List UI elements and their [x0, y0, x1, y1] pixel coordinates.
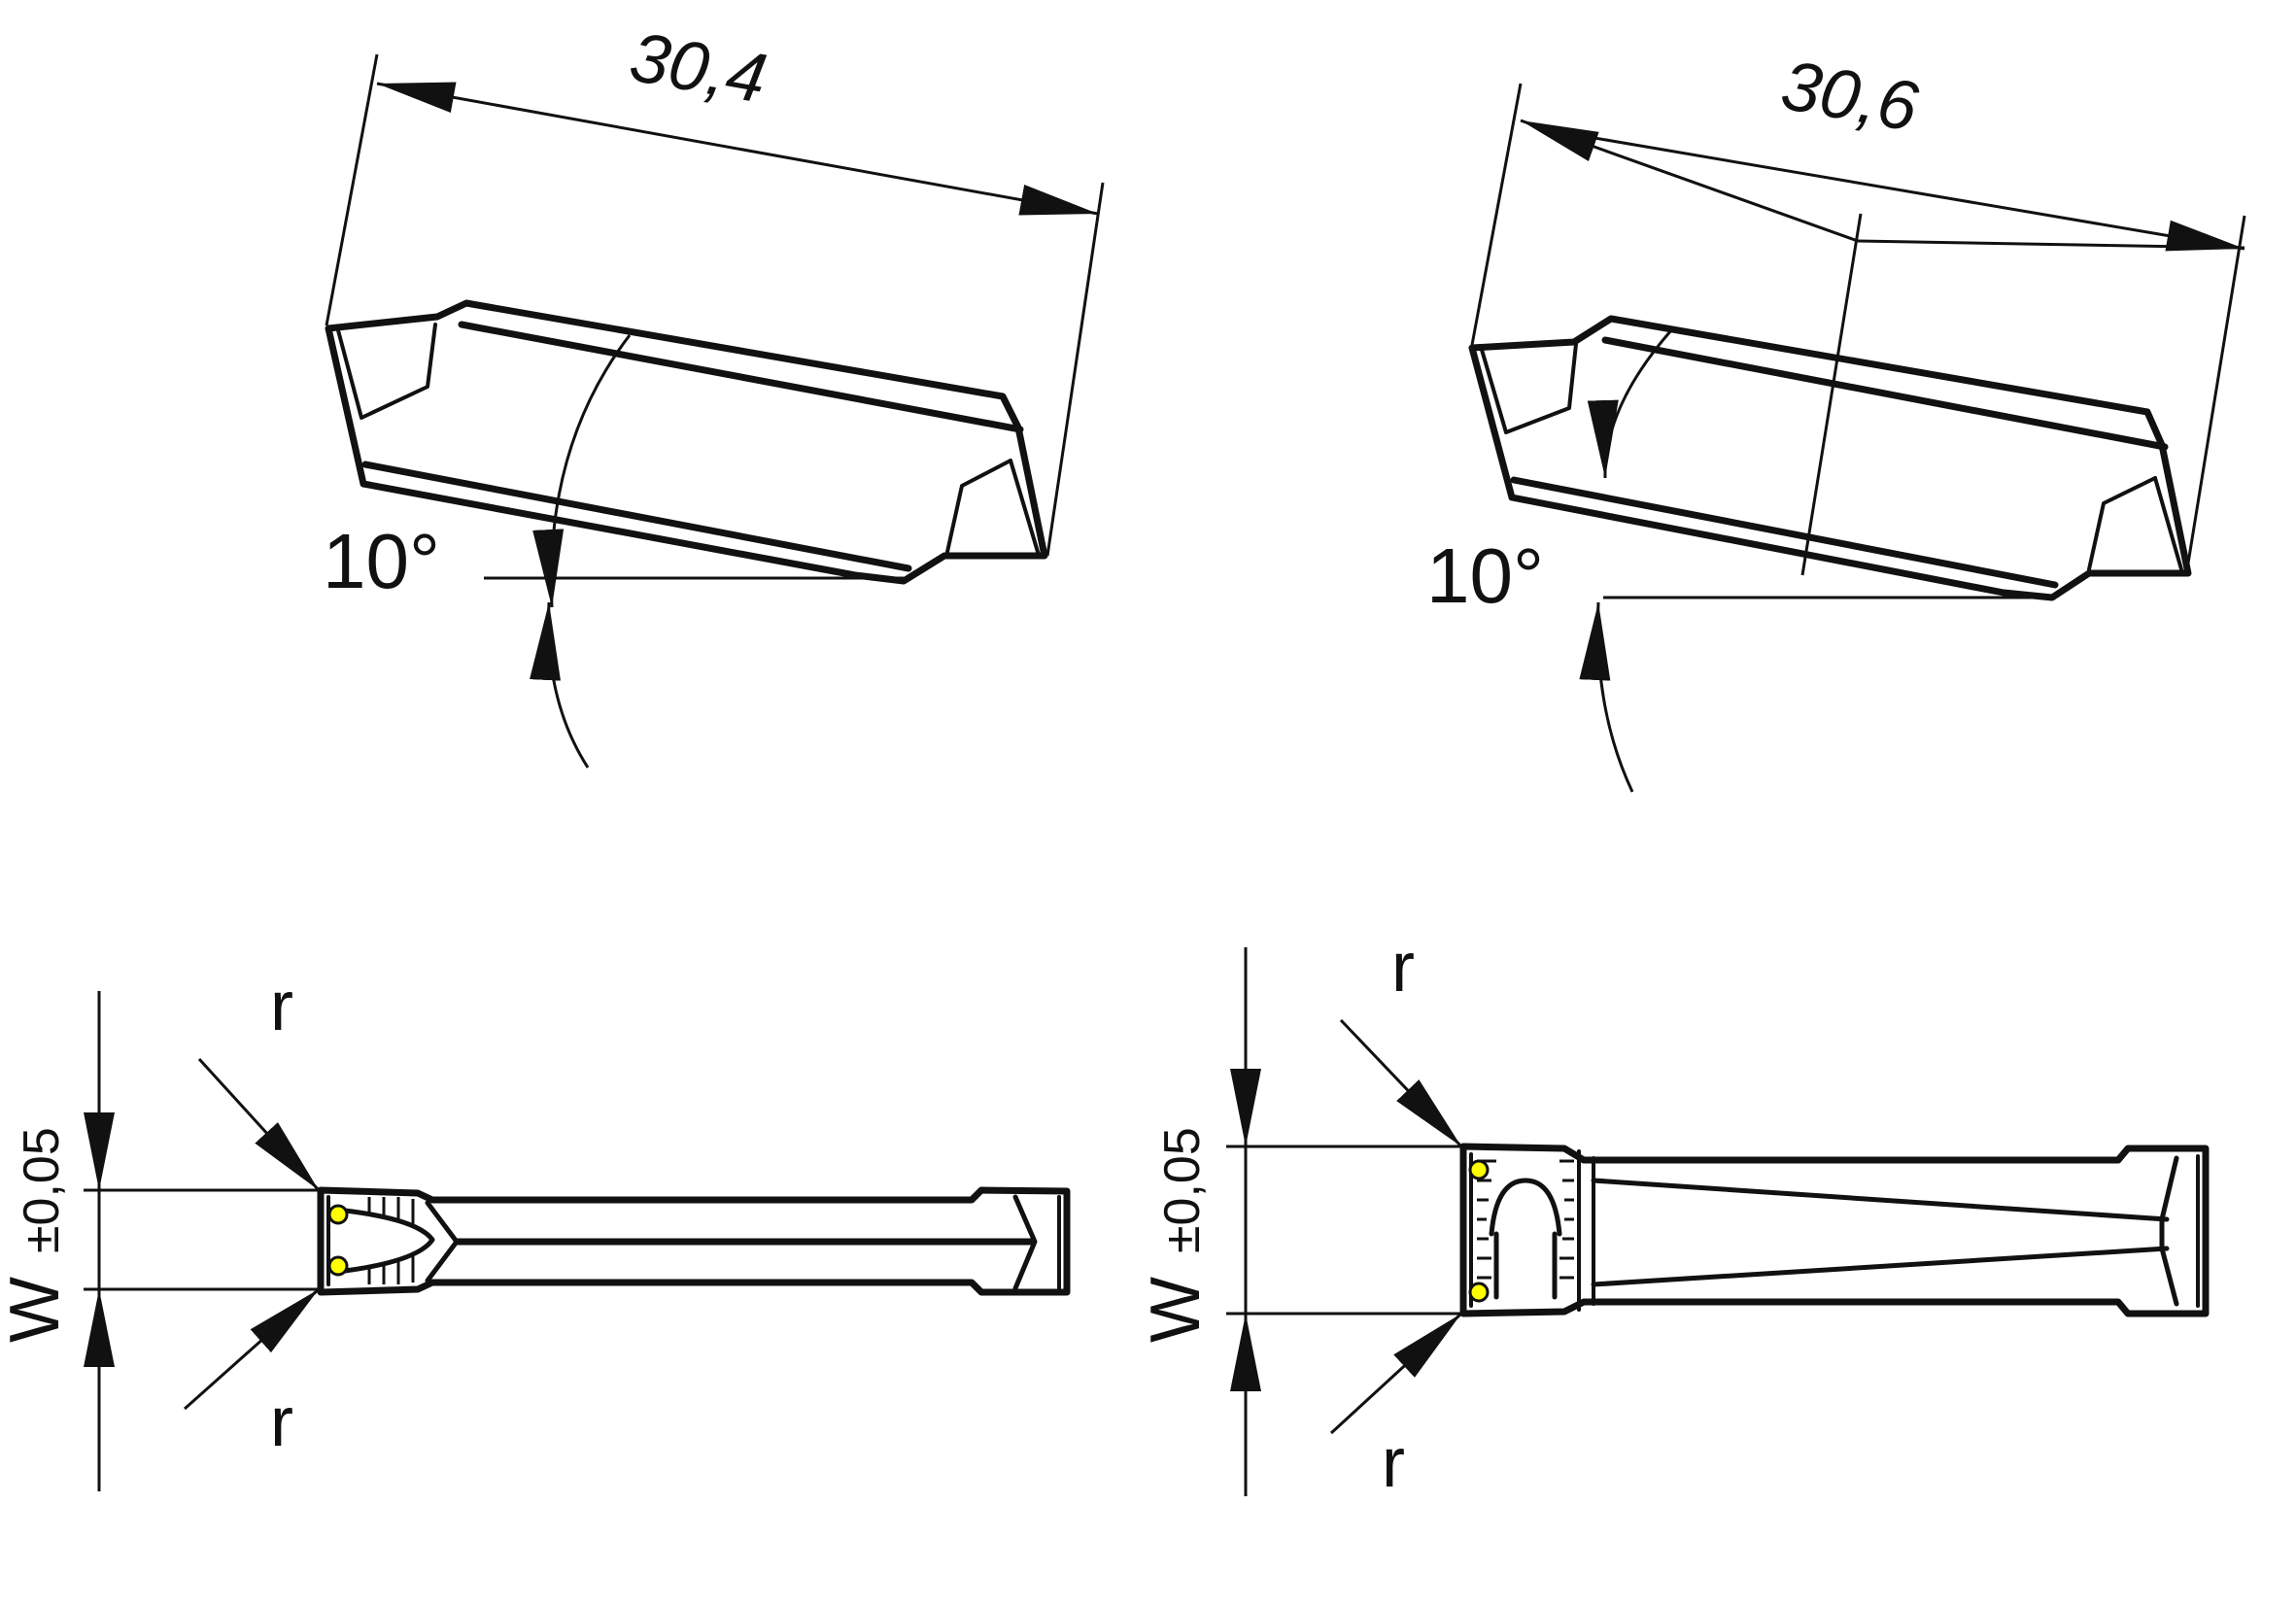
insert-body [325, 299, 1048, 585]
length-label: 30,4 [625, 18, 772, 119]
radius-leader-bottom [1329, 1312, 1463, 1435]
extension-line [1800, 213, 1863, 576]
insert-face-detail [2153, 476, 2183, 571]
width-tolerance: ±0,05 [14, 1127, 70, 1253]
angle-arc-upper [1587, 329, 1673, 479]
chipbreaker-dot [327, 1255, 349, 1277]
radius-leader-top [1339, 1018, 1463, 1148]
side-view-right: 30,6 10° [1426, 47, 2246, 793]
length-dimension-line [376, 82, 1099, 216]
insert-edge-line [1510, 476, 2059, 589]
insert-tail-detail [1012, 1194, 1038, 1291]
insert-face-detail [945, 459, 1012, 554]
width-label: W [1137, 1277, 1215, 1343]
width-tolerance: ±0,05 [1154, 1127, 1211, 1253]
top-view-right: W ±0,05 r r [1137, 929, 2210, 1502]
radius-leader-top [197, 1057, 321, 1192]
extension-line [2184, 215, 2246, 576]
length-label: 30,6 [1776, 47, 1925, 147]
chipbreaker-curve [342, 1208, 435, 1274]
angle-label: 10° [323, 518, 440, 604]
chipbreaker-ribs [1477, 1159, 1574, 1280]
insert-edge-line [458, 321, 1024, 433]
side-view-left: 30,4 10° [323, 18, 1105, 769]
chipbreaker-dot [327, 1204, 349, 1225]
angle-arc-lower [530, 601, 590, 769]
insert-body [317, 1186, 1071, 1296]
extension-line [1470, 83, 1523, 346]
extension-line [325, 53, 379, 326]
top-view-left: W ±0,05 r r [0, 968, 1071, 1491]
length-dimension-line [1520, 119, 1859, 243]
insert-face-detail [1009, 459, 1040, 554]
radius-label-bottom: r [1382, 1424, 1405, 1502]
radius-label-top: r [1391, 929, 1415, 1007]
insert-face-detail [336, 323, 437, 420]
chipbreaker-dot [1468, 1282, 1490, 1303]
chipbreaker-curve [1489, 1178, 1562, 1237]
radius-label-bottom: r [270, 1384, 293, 1461]
radius-label-top: r [270, 968, 293, 1045]
insert-tail-detail [2159, 1155, 2179, 1307]
angle-arc-lower [1579, 601, 1634, 793]
insert-face-detail [1480, 342, 1578, 434]
angle-arc-upper [532, 334, 632, 608]
extension-line [1045, 182, 1105, 557]
insert-body [1468, 315, 2192, 601]
chipbreaker-ribs [367, 1197, 415, 1284]
chipbreaker-dot [1468, 1159, 1490, 1180]
insert-taper-line [1591, 1178, 2170, 1222]
insert-edge-line [1601, 336, 2169, 451]
insert-face-detail [2087, 476, 2157, 571]
radius-leader-bottom [184, 1287, 320, 1411]
insert-edge-line [361, 461, 912, 572]
length-dimension-line [1857, 239, 2245, 250]
length-dimension-line [1554, 129, 2245, 252]
insert-body [1459, 1143, 2210, 1317]
width-label: W [0, 1277, 74, 1343]
insert-taper-line [1591, 1246, 2170, 1287]
angle-label: 10° [1426, 532, 1544, 619]
